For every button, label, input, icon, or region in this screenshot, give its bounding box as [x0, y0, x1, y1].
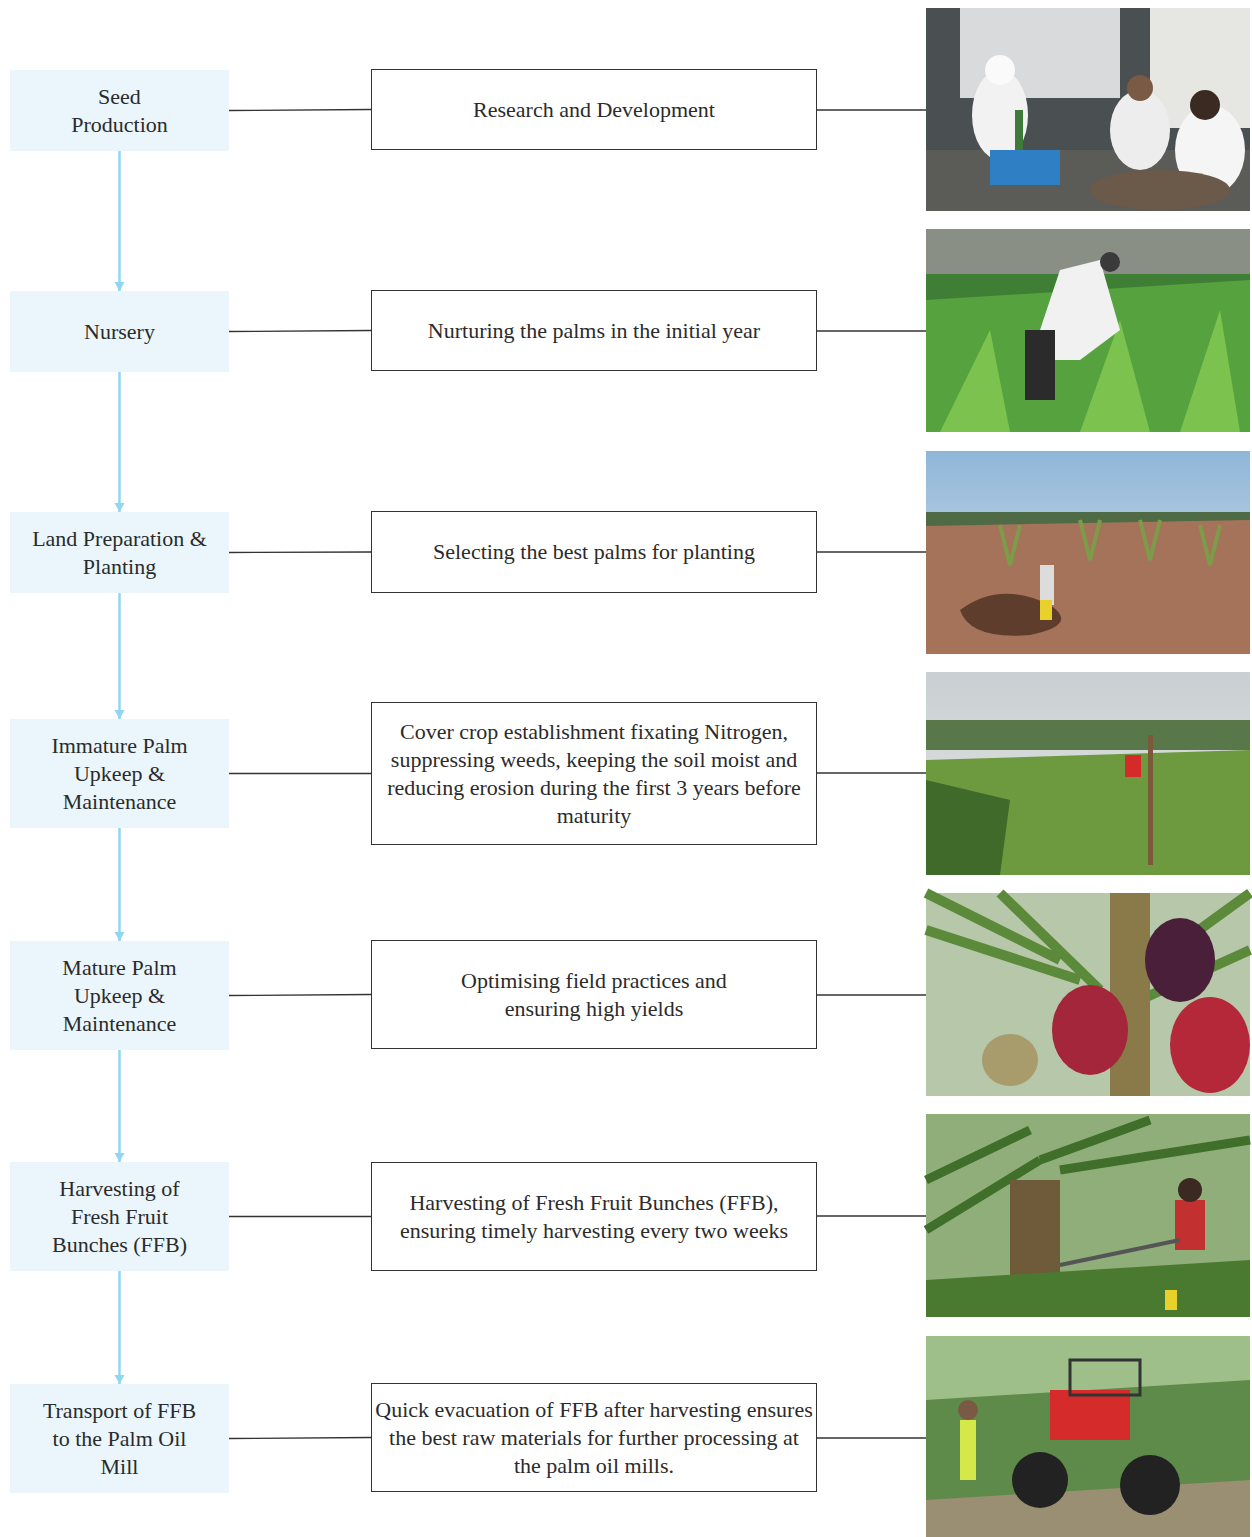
link-line: [229, 331, 371, 332]
flow-arrow: [115, 151, 125, 291]
link-line: [229, 1438, 371, 1439]
description-text: Nurturing the palms in the initial year: [428, 317, 760, 345]
process-step-box: Land Preparation & Planting: [10, 512, 229, 593]
process-step-box: Transport of FFB to the Palm Oil Mill: [10, 1384, 229, 1493]
flow-arrow: [115, 828, 125, 941]
description-box: Nurturing the palms in the initial year: [371, 290, 817, 371]
process-step-box: Seed Production: [10, 70, 229, 151]
lab-photo: [926, 8, 1250, 211]
step-label: Seed Production: [60, 83, 180, 139]
link-line: [229, 110, 371, 111]
process-step-box: Harvesting of Fresh Fruit Bunches (FFB): [10, 1162, 229, 1271]
description-box: Cover crop establishment fixating Nitrog…: [371, 702, 817, 845]
description-text: Optimising field practices and ensuring …: [434, 967, 754, 1023]
link-line: [229, 552, 371, 554]
description-box: Selecting the best palms for planting: [371, 511, 817, 593]
process-step-box: Mature Palm Upkeep & Maintenance: [10, 941, 229, 1050]
cover-crop-photo: [926, 672, 1250, 875]
transport-photo: [926, 1336, 1250, 1537]
step-label: Land Preparation & Planting: [17, 525, 222, 581]
description-box: Optimising field practices and ensuring …: [371, 940, 817, 1049]
flow-arrow: [115, 372, 125, 512]
description-text: Cover crop establishment fixating Nitrog…: [374, 718, 814, 830]
flow-arrow: [115, 1271, 125, 1384]
step-label: Transport of FFB to the Palm Oil Mill: [40, 1397, 200, 1481]
process-step-box: Immature Palm Upkeep & Maintenance: [10, 719, 229, 828]
step-label: Nursery: [84, 318, 155, 346]
planting-photo: [926, 451, 1250, 654]
description-box: Research and Development: [371, 69, 817, 150]
link-line: [229, 1216, 371, 1217]
description-text: Selecting the best palms for planting: [433, 538, 755, 566]
step-label: Immature Palm Upkeep & Maintenance: [40, 732, 200, 816]
link-line: [229, 995, 371, 996]
description-text: Quick evacuation of FFB after harvesting…: [374, 1396, 814, 1480]
flow-arrow: [115, 1050, 125, 1162]
photo-leader: [817, 110, 926, 1438]
link-line: [229, 773, 371, 774]
step-label: Mature Palm Upkeep & Maintenance: [40, 954, 200, 1038]
description-box: Harvesting of Fresh Fruit Bunches (FFB),…: [371, 1162, 817, 1271]
harvesting-photo: [926, 1114, 1250, 1317]
fruit-bunch-photo: [926, 893, 1250, 1096]
process-step-box: Nursery: [10, 291, 229, 372]
description-box: Quick evacuation of FFB after harvesting…: [371, 1383, 817, 1492]
description-text: Research and Development: [473, 96, 715, 124]
step-label: Harvesting of Fresh Fruit Bunches (FFB): [50, 1175, 190, 1259]
nursery-photo: [926, 229, 1250, 432]
description-text: Harvesting of Fresh Fruit Bunches (FFB),…: [374, 1189, 814, 1245]
flow-arrow: [115, 593, 125, 719]
